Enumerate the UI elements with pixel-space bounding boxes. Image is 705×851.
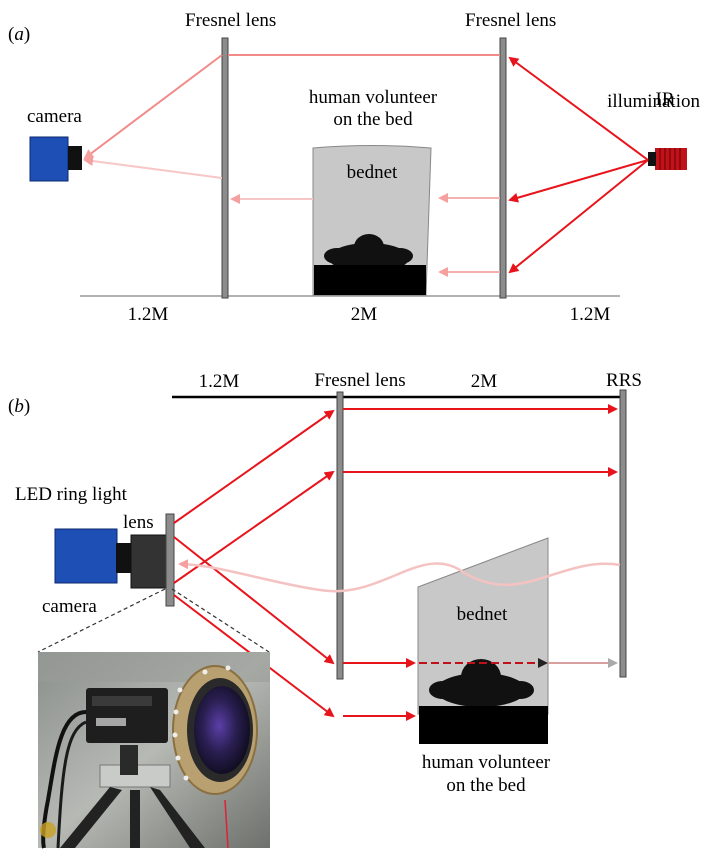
dist-left-b: 1.2M bbox=[199, 371, 240, 392]
fresnel-lens-left-a bbox=[221, 37, 229, 299]
bednet-label-a: bednet bbox=[347, 162, 398, 183]
volunteer-on-bed-a bbox=[314, 234, 426, 295]
dist-mid-b: 2M bbox=[471, 371, 498, 392]
dist-left-a: 1.2M bbox=[128, 304, 169, 325]
dist-mid-a: 2M bbox=[351, 304, 378, 325]
lens-label-b: Fresnel lens bbox=[314, 370, 405, 391]
camera-label-b: camera bbox=[42, 596, 97, 617]
volunteer-label-a2: on the bed bbox=[333, 109, 413, 130]
lens-left-label: Fresnel lens bbox=[185, 10, 276, 31]
rays-a bbox=[83, 54, 649, 277]
dist-right-a: 1.2M bbox=[570, 304, 611, 325]
camera-b bbox=[54, 513, 175, 607]
rrs-screen bbox=[619, 389, 627, 678]
panel-a-label: (a) bbox=[8, 24, 30, 45]
led-label: LED ring light bbox=[15, 484, 128, 505]
fresnel-lens-right-a bbox=[499, 37, 507, 299]
volunteer-label-b1: human volunteer bbox=[422, 752, 551, 773]
led-ring-light bbox=[165, 513, 175, 607]
camera-label-a: camera bbox=[27, 106, 82, 127]
ir-label-line2: illumination bbox=[607, 91, 700, 112]
volunteer-label-a1: human volunteer bbox=[309, 87, 438, 108]
lens-right-label: Fresnel lens bbox=[465, 10, 556, 31]
fresnel-lens-b bbox=[336, 391, 344, 680]
panel-a: (a) Fresnel lens Fresnel lens camera IR … bbox=[8, 10, 700, 325]
panel-b: (b) 1.2M Fresnel lens 2M RRS bednet huma… bbox=[8, 370, 642, 849]
photo-connector-left bbox=[37, 588, 166, 653]
photo-connector-right bbox=[171, 588, 270, 653]
lens-small-label: lens bbox=[123, 512, 154, 533]
ir-illuminator bbox=[648, 148, 687, 170]
rrs-label: RRS bbox=[606, 370, 642, 391]
camera-a bbox=[29, 136, 82, 182]
volunteer-on-bed-b bbox=[419, 659, 548, 744]
volunteer-label-b2: on the bed bbox=[446, 775, 526, 796]
bednet-label-b: bednet bbox=[457, 604, 508, 625]
camera-photo bbox=[38, 652, 270, 849]
ir-label-line1: IR bbox=[656, 89, 675, 110]
panel-b-label: (b) bbox=[8, 396, 30, 417]
